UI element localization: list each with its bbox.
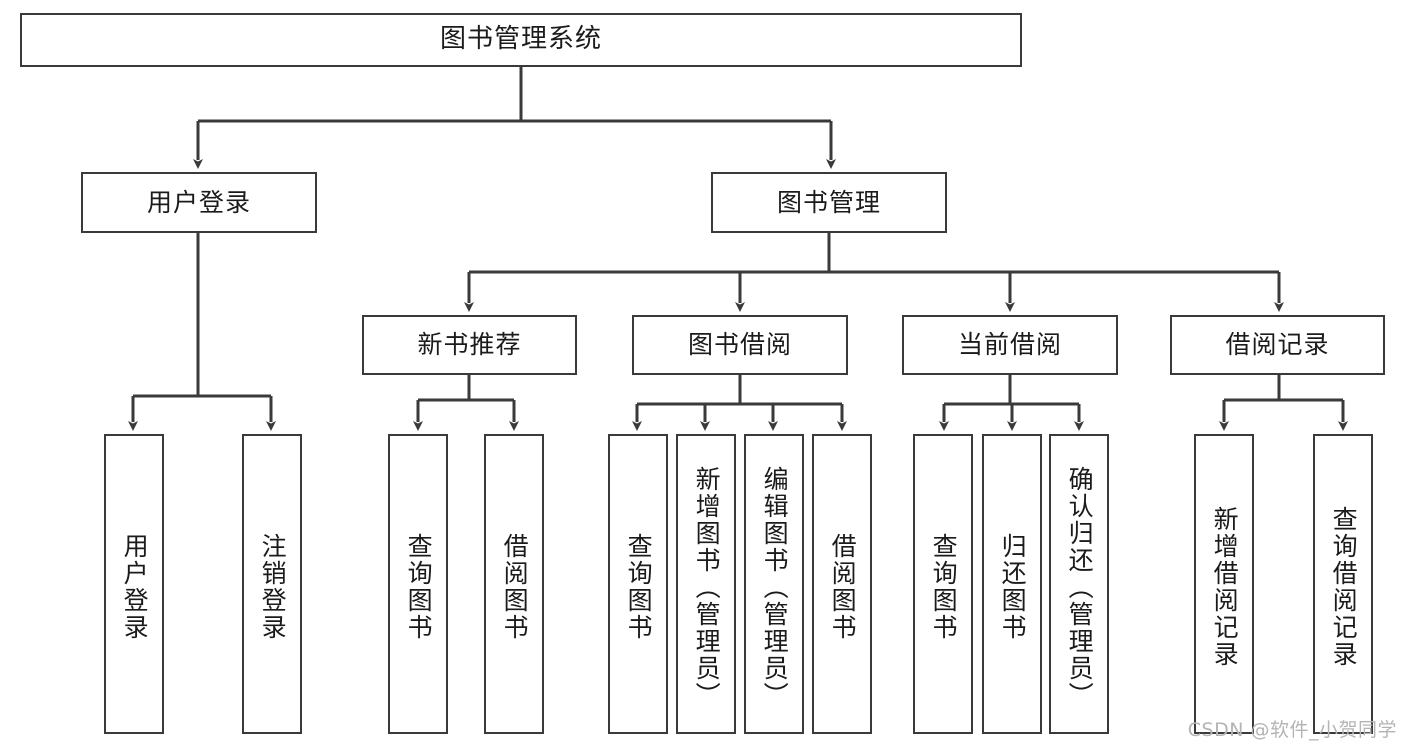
node-label: 借阅记录 xyxy=(1225,330,1330,359)
node-label: 用户登录 xyxy=(120,533,150,641)
node-level4-edit-book-admin[interactable]: 编辑图书（管理员） xyxy=(744,434,804,734)
node-level4-query-book-recommend[interactable]: 查询图书 xyxy=(388,434,448,734)
node-label: 查询图书 xyxy=(404,533,434,641)
node-level3-new-book-recommend[interactable]: 新书推荐 xyxy=(362,315,577,375)
node-label: 图书借阅 xyxy=(687,330,792,359)
node-level4-query-book-current[interactable]: 查询图书 xyxy=(913,434,973,734)
node-label: 新书推荐 xyxy=(417,330,522,359)
node-label: 当前借阅 xyxy=(957,330,1062,359)
node-label: 查询图书 xyxy=(624,533,654,641)
node-label: 注销登录 xyxy=(258,533,288,641)
node-level4-add-book-admin[interactable]: 新增图书（管理员） xyxy=(676,434,736,734)
node-level4-add-borrow-record[interactable]: 新增借阅记录 xyxy=(1194,434,1254,734)
node-level3-borrow-record[interactable]: 借阅记录 xyxy=(1170,315,1385,375)
node-level4-query-borrow-record[interactable]: 查询借阅记录 xyxy=(1313,434,1373,734)
node-label: 图书管理系统 xyxy=(439,24,602,55)
node-level3-book-borrow[interactable]: 图书借阅 xyxy=(632,315,848,375)
node-level4-borrow-book-recommend[interactable]: 借阅图书 xyxy=(484,434,544,734)
node-label: 新增借阅记录 xyxy=(1210,506,1240,668)
node-level4-borrow-book[interactable]: 借阅图书 xyxy=(812,434,872,734)
node-label: 用户登录 xyxy=(146,187,251,217)
node-label: 新增图书（管理员） xyxy=(692,465,722,709)
node-level2-user-login[interactable]: 用户登录 xyxy=(81,172,317,233)
node-label: 图书管理 xyxy=(776,187,881,217)
node-level2-book-management[interactable]: 图书管理 xyxy=(711,172,947,233)
node-label: 借阅图书 xyxy=(828,533,858,641)
node-level4-confirm-return-admin[interactable]: 确认归还（管理员） xyxy=(1049,434,1109,734)
node-level4-query-book-borrow[interactable]: 查询图书 xyxy=(608,434,668,734)
node-label: 编辑图书（管理员） xyxy=(760,465,790,709)
node-label: 借阅图书 xyxy=(500,533,530,641)
node-label: 确认归还（管理员） xyxy=(1065,465,1095,709)
node-label: 查询图书 xyxy=(929,533,959,641)
node-level3-current-borrow[interactable]: 当前借阅 xyxy=(902,315,1118,375)
node-level4-logout[interactable]: 注销登录 xyxy=(242,434,302,734)
watermark: CSDN @软件_小贺同学 xyxy=(1187,719,1397,741)
node-label: 查询借阅记录 xyxy=(1329,506,1359,668)
node-root[interactable]: 图书管理系统 xyxy=(20,13,1022,67)
node-level4-user-login[interactable]: 用户登录 xyxy=(104,434,164,734)
node-level4-return-book[interactable]: 归还图书 xyxy=(982,434,1042,734)
node-label: 归还图书 xyxy=(998,533,1028,641)
